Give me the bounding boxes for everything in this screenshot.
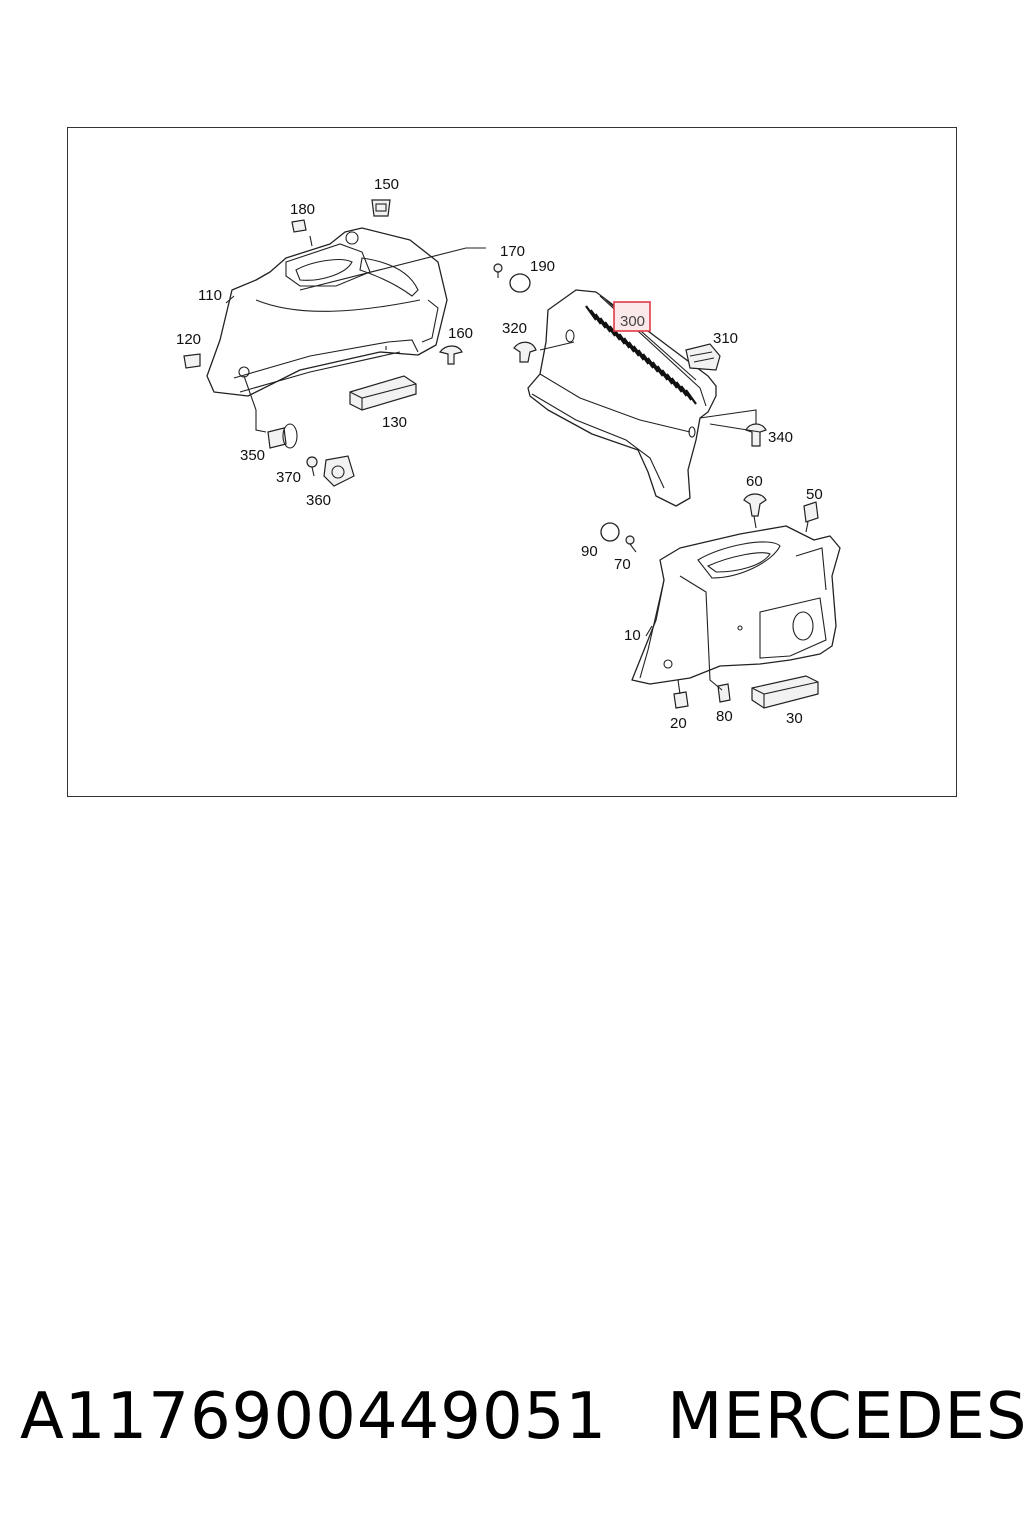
part-number: A1176900449051 bbox=[20, 1380, 608, 1454]
seal-rib bbox=[647, 357, 659, 373]
callout-30: 30 bbox=[786, 710, 803, 727]
seal-rib bbox=[670, 377, 683, 393]
clip-150 bbox=[371, 199, 391, 217]
callout-110: 110 bbox=[198, 287, 222, 304]
screw-70 bbox=[625, 535, 637, 553]
callout-90: 90 bbox=[581, 543, 598, 560]
leaders-middle bbox=[539, 341, 761, 433]
ring-90 bbox=[600, 522, 620, 542]
callout-60: 60 bbox=[746, 473, 763, 490]
trim-panel-110 bbox=[206, 227, 448, 397]
callout-370: 370 bbox=[276, 469, 301, 486]
seal-rib bbox=[656, 365, 669, 381]
seal-rib bbox=[618, 333, 631, 349]
clip-80 bbox=[717, 683, 731, 703]
callout-130: 130 bbox=[382, 414, 407, 431]
pad-30 bbox=[751, 675, 819, 709]
footer-caption: A1176900449051 MERCEDES bbox=[20, 1380, 1024, 1470]
callout-360: 360 bbox=[306, 492, 331, 509]
clip-340 bbox=[745, 423, 767, 447]
pad-130 bbox=[349, 375, 417, 411]
seal-rib bbox=[627, 341, 640, 357]
callout-320: 320 bbox=[502, 320, 527, 337]
trim-panel-300 bbox=[527, 289, 717, 507]
seal-rib bbox=[594, 313, 607, 329]
brand-name: MERCEDES bbox=[667, 1380, 1024, 1454]
seal-rib bbox=[589, 309, 602, 325]
ribs-300 bbox=[585, 305, 697, 405]
cap-190 bbox=[509, 273, 531, 293]
seal-rib bbox=[675, 381, 688, 397]
callout-350: 350 bbox=[240, 447, 265, 464]
clip-180 bbox=[291, 219, 307, 233]
clip-20 bbox=[673, 691, 689, 709]
callout-20: 20 bbox=[670, 715, 687, 732]
seal-rib bbox=[604, 321, 616, 337]
screw-170 bbox=[493, 263, 503, 278]
clip-120 bbox=[183, 353, 201, 369]
callout-120: 120 bbox=[176, 331, 201, 348]
seal-rib bbox=[608, 325, 621, 341]
callout-160: 160 bbox=[448, 325, 473, 342]
screw-370 bbox=[306, 456, 318, 477]
clip-50 bbox=[803, 501, 819, 523]
seal-rib bbox=[623, 337, 635, 353]
seal-rib bbox=[661, 369, 674, 385]
clip-60 bbox=[743, 493, 767, 517]
seal-rib bbox=[651, 361, 664, 377]
callout-170: 170 bbox=[500, 243, 525, 260]
callout-70: 70 bbox=[614, 556, 631, 573]
seal-rib bbox=[666, 373, 678, 389]
hook-350 bbox=[267, 423, 298, 449]
seal-rib bbox=[599, 317, 612, 333]
callout-labels: 150 180 170 190 110 120 160 130 350 370 … bbox=[176, 176, 823, 732]
callout-190: 190 bbox=[530, 258, 555, 275]
seal-rib bbox=[680, 385, 693, 401]
callout-150: 150 bbox=[374, 176, 399, 193]
highlight-box-300 bbox=[613, 301, 651, 332]
callout-10: 10 bbox=[624, 627, 641, 644]
leaders-right bbox=[645, 515, 809, 695]
seal-rib bbox=[585, 305, 597, 321]
seal-rib bbox=[613, 329, 626, 345]
bracket-310 bbox=[685, 343, 721, 371]
cover-360 bbox=[323, 455, 355, 487]
seal-rib bbox=[632, 345, 645, 361]
callout-80: 80 bbox=[716, 708, 733, 725]
callout-310: 310 bbox=[713, 330, 738, 347]
seal-rib bbox=[642, 353, 655, 369]
callout-50: 50 bbox=[806, 486, 823, 503]
callout-300: 300 bbox=[620, 313, 645, 330]
trim-panel-10 bbox=[631, 525, 841, 685]
callout-180: 180 bbox=[290, 201, 315, 218]
seal-rib bbox=[685, 389, 697, 405]
clip-160 bbox=[438, 345, 463, 365]
callout-340: 340 bbox=[768, 429, 793, 446]
clip-320 bbox=[513, 341, 537, 363]
leaders-left bbox=[225, 235, 486, 433]
seal-rib bbox=[637, 349, 650, 365]
